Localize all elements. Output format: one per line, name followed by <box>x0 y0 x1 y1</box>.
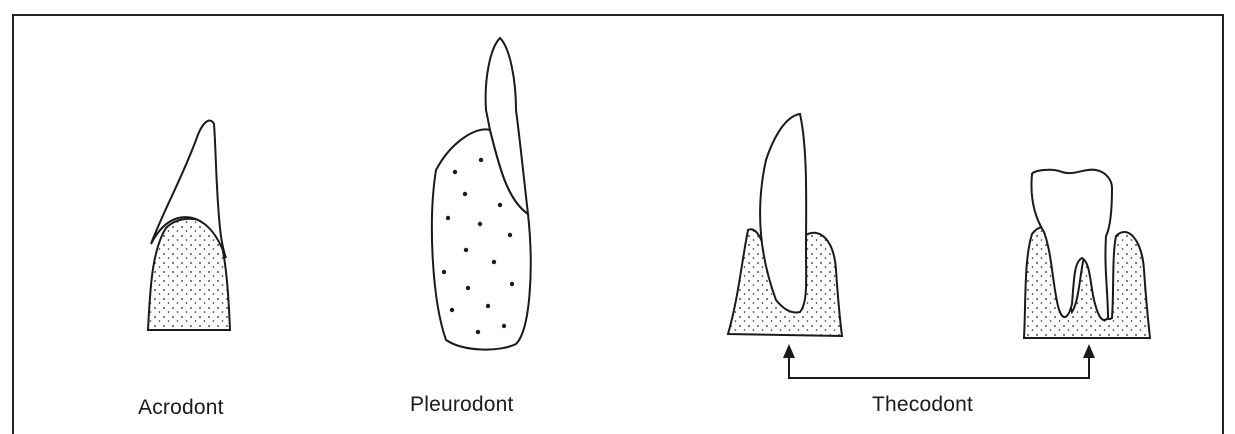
arrowhead-right-icon <box>1083 344 1095 358</box>
pleurodont-figure <box>432 38 531 350</box>
label-thecodont: Thecodont <box>872 393 973 417</box>
thecodont-left-figure <box>728 114 842 336</box>
label-pleurodont: Pleurodont <box>410 393 514 417</box>
label-acrodont: Acrodont <box>138 396 224 420</box>
acrodont-figure <box>148 121 230 330</box>
thecodont-connector <box>789 352 1089 378</box>
arrowhead-left-icon <box>783 344 795 358</box>
thecodont-right-figure <box>1024 170 1150 338</box>
